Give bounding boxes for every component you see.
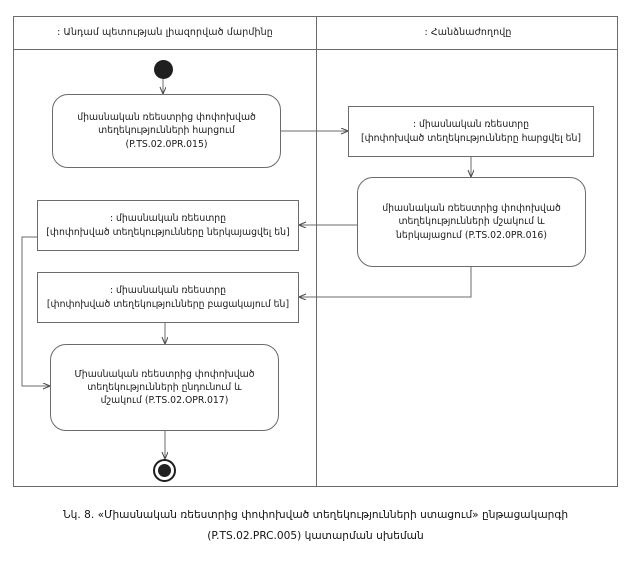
- object-presented-line1: : միասնական ռեեստրը: [109, 213, 227, 225]
- activity-opr015-line1: միասնական ռեեստրից փոփոխված: [77, 112, 256, 124]
- object-presented-line2: [փոփոխված տեղեկությունները ներկայացվել ե…: [46, 226, 290, 238]
- lane-header-member-state-authority: : Անդամ պետության լիազորված մարմինը: [57, 27, 273, 38]
- activity-opr015-line3: (P.TS.02.0PR.015): [125, 138, 208, 150]
- lane-vertical-divider: [316, 17, 317, 486]
- object-absent-line2: [փոփոխված տեղեկությունները բացակայում են…: [46, 298, 290, 310]
- activity-opr017-line2: տեղեկությունների ընդունում և: [87, 381, 242, 393]
- object-absent-line1: : միասնական ռեեստրը: [109, 285, 227, 297]
- object-requested-line2: [փոփոխված տեղեկությունները հարցվել են]: [360, 132, 581, 144]
- final-node: [153, 459, 176, 482]
- activity-opr017-line1: Միասնական ռեեստրից փոփոխված: [74, 368, 255, 380]
- object-node-information-presented[interactable]: : միասնական ռեեստրը [փոփոխված տեղեկությո…: [37, 200, 299, 251]
- lane-header-divider: [14, 49, 617, 50]
- figure-caption-line1: Նկ. 8. «Միասնական ռեեստրից փոփոխված տեղե…: [62, 509, 569, 521]
- figure-caption: Նկ. 8. «Միասնական ռեեստրից փոփոխված տեղե…: [18, 505, 613, 546]
- lane-header-commission: : Հանձնաժողովը: [424, 27, 512, 38]
- object-node-information-absent[interactable]: : միասնական ռեեստրը [փոփոխված տեղեկությո…: [37, 272, 299, 323]
- activity-node-opr016[interactable]: միասնական ռեեստրից փոփոխված տեղեկություն…: [357, 177, 586, 267]
- figure-caption-line2: (P.TS.02.PRC.005) կատարման սխեման: [207, 529, 424, 542]
- initial-node: [154, 60, 173, 79]
- activity-node-opr015[interactable]: միասնական ռեեստրից փոփոխված տեղեկություն…: [52, 94, 281, 168]
- activity-opr016-line2: տեղեկությունների մշակում և: [398, 216, 545, 228]
- activity-opr017-line3: մշակում (P.TS.02.OPR.017): [100, 395, 229, 407]
- activity-opr016-line1: միասնական ռեեստրից փոփոխված: [382, 203, 561, 215]
- object-node-information-requested[interactable]: : միասնական ռեեստրը [փոփոխված տեղեկությո…: [348, 106, 594, 157]
- activity-opr016-line3: ներկայացում (P.TS.02.0PR.016): [396, 229, 547, 241]
- object-requested-line1: : միասնական ռեեստրը: [412, 119, 530, 131]
- activity-node-opr017[interactable]: Միասնական ռեեստրից փոփոխված տեղեկություն…: [50, 344, 279, 431]
- activity-opr015-line2: տեղեկությունների հարցում: [98, 125, 235, 137]
